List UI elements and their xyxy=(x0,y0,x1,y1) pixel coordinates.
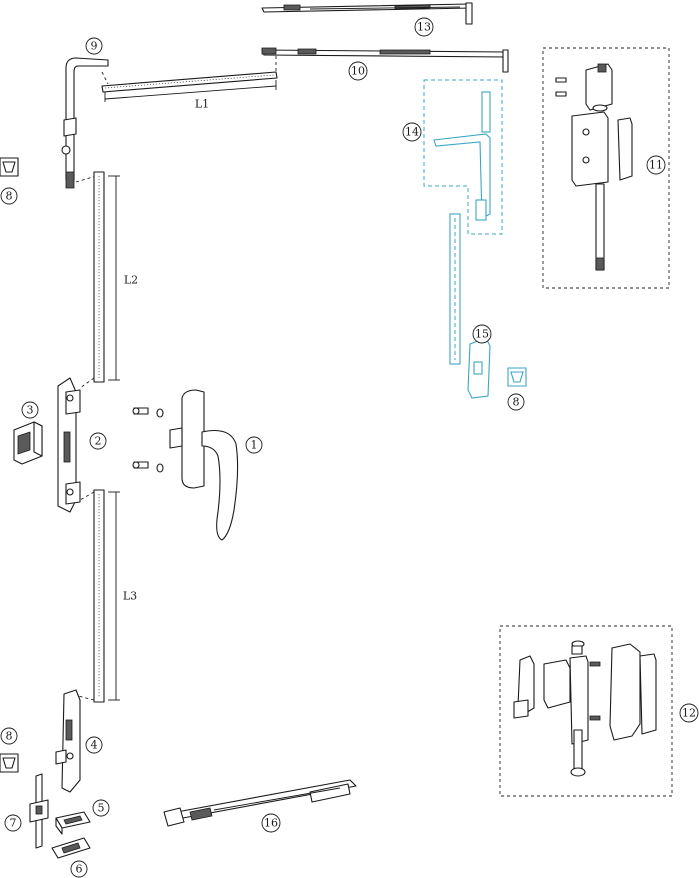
part-13-stay-arm xyxy=(261,2,473,25)
svg-text:1: 1 xyxy=(251,439,258,452)
svg-text:4: 4 xyxy=(91,739,98,752)
callout-9: 9 xyxy=(85,37,103,55)
callout-4: 4 xyxy=(85,736,103,754)
svg-text:6: 6 xyxy=(76,863,83,876)
callout-1: 1 xyxy=(245,436,263,454)
svg-text:15: 15 xyxy=(475,328,489,341)
callout-15: 15 xyxy=(472,324,492,344)
part-12-hinge-box xyxy=(499,625,673,797)
part-2-gearbox xyxy=(57,377,81,513)
svg-text:3: 3 xyxy=(27,404,34,417)
callout-10: 10 xyxy=(348,61,368,81)
callout-12: 12 xyxy=(679,703,699,723)
part-1-handle xyxy=(169,389,239,541)
svg-text:2: 2 xyxy=(95,435,102,448)
part-14-corner-assembly xyxy=(423,79,503,235)
callout-8-bottom-left: 8 xyxy=(0,727,18,745)
l2-label: L2 xyxy=(124,274,138,287)
part-9-top-corner xyxy=(61,57,109,189)
screws-upper xyxy=(132,407,164,418)
part-6-striker xyxy=(51,837,91,859)
l1-label: L1 xyxy=(195,98,209,111)
part-15-cyan-bar xyxy=(449,213,491,399)
callout-6: 6 xyxy=(70,860,88,878)
l2-bar xyxy=(79,171,120,389)
callout-5: 5 xyxy=(92,799,110,817)
l3-label: L3 xyxy=(123,590,137,603)
part-16-stay-arm xyxy=(163,779,357,827)
part-8-keeper-cyan xyxy=(507,367,527,387)
part-5-striker xyxy=(55,811,91,835)
callout-11: 11 xyxy=(646,155,666,175)
part-7-end-piece xyxy=(29,773,49,849)
callout-13: 13 xyxy=(414,17,434,37)
svg-text:13: 13 xyxy=(417,21,431,34)
svg-text:7: 7 xyxy=(10,817,17,830)
svg-text:12: 12 xyxy=(682,707,696,720)
part-4-lower-lock xyxy=(55,689,81,793)
svg-text:11: 11 xyxy=(649,159,663,172)
svg-text:8: 8 xyxy=(513,396,520,409)
l3-bar xyxy=(77,489,120,703)
part-11-hinge-box xyxy=(542,47,670,289)
callout-8-top-left: 8 xyxy=(0,187,18,205)
svg-text:16: 16 xyxy=(264,817,278,830)
svg-text:5: 5 xyxy=(98,802,105,815)
callout-7: 7 xyxy=(4,814,22,832)
part-10-corner-drive xyxy=(261,47,509,73)
callout-8-right: 8 xyxy=(507,393,525,411)
callout-16: 16 xyxy=(261,813,281,833)
svg-text:10: 10 xyxy=(351,65,365,78)
callout-2: 2 xyxy=(89,432,107,450)
svg-text:14: 14 xyxy=(405,126,419,139)
part-8-keeper-top-left xyxy=(0,157,19,177)
svg-text:8: 8 xyxy=(6,190,13,203)
part-3-keeper xyxy=(13,421,43,465)
callout-3: 3 xyxy=(21,401,39,419)
l1-bar xyxy=(101,56,278,102)
part-8-keeper-bottom-left xyxy=(0,753,19,773)
svg-text:8: 8 xyxy=(6,730,13,743)
svg-text:9: 9 xyxy=(91,40,98,53)
screws-lower xyxy=(132,461,164,473)
callout-14: 14 xyxy=(402,122,422,142)
